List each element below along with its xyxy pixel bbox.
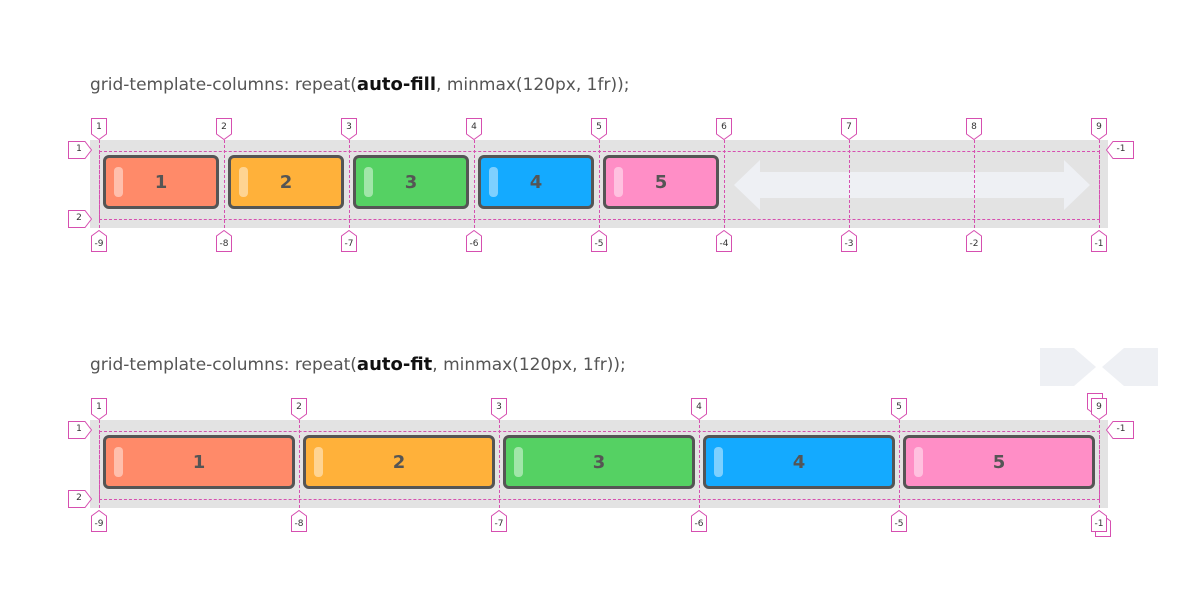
grid-item-2: 2 xyxy=(303,435,495,489)
row-line-left: 2 xyxy=(68,210,93,228)
column-line xyxy=(499,420,500,508)
column-line xyxy=(299,420,300,508)
grid-item-1: 1 xyxy=(103,435,295,489)
line-number-top: 1 xyxy=(91,398,107,420)
heading-prefix: grid-template-columns: repeat( xyxy=(90,355,357,375)
heading-prefix: grid-template-columns: repeat( xyxy=(90,75,357,95)
line-number-bottom: -3 xyxy=(841,230,857,252)
column-line xyxy=(974,140,975,228)
column-line xyxy=(224,140,225,228)
grid-container-fit: 1 2 3 4 5 xyxy=(90,420,1108,508)
row-line-left: 2 xyxy=(68,490,93,508)
line-number-bottom: -6 xyxy=(691,510,707,532)
line-number-bottom: -5 xyxy=(591,230,607,252)
line-number-bottom: -2 xyxy=(966,230,982,252)
line-number-bottom: -7 xyxy=(491,510,507,532)
grid-item-4: 4 xyxy=(703,435,895,489)
heading-suffix: , minmax(120px, 1fr)); xyxy=(432,355,626,375)
column-line xyxy=(99,420,100,508)
grid-item-3: 3 xyxy=(503,435,695,489)
auto-fill-heading: grid-template-columns: repeat(auto-fill,… xyxy=(90,74,629,95)
line-number-top: 4 xyxy=(691,398,707,420)
row-line-left: 1 xyxy=(68,421,93,439)
line-number-bottom: -6 xyxy=(466,230,482,252)
line-number-top: 2 xyxy=(291,398,307,420)
grid-item-2: 2 xyxy=(228,155,344,209)
line-number-bottom: -1 xyxy=(1091,510,1107,532)
grid-item-4: 4 xyxy=(478,155,594,209)
row-line-right: -1 xyxy=(1105,421,1134,439)
empty-tracks-arrow-icon xyxy=(734,160,1090,210)
column-line xyxy=(474,140,475,228)
line-number-bottom: -5 xyxy=(891,510,907,532)
line-number-top: 4 xyxy=(466,118,482,140)
column-line xyxy=(349,140,350,228)
heading-keyword: auto-fill xyxy=(356,74,437,95)
line-number-top: 2 xyxy=(216,118,232,140)
line-number-top: 1 xyxy=(91,118,107,140)
column-line xyxy=(899,420,900,508)
column-line xyxy=(599,140,600,228)
line-number-top: 7 xyxy=(841,118,857,140)
column-line xyxy=(849,140,850,228)
row-line-left: 1 xyxy=(68,141,93,159)
line-number-bottom: -1 xyxy=(1091,230,1107,252)
grid-item-5: 5 xyxy=(603,155,719,209)
line-number-top: 3 xyxy=(341,118,357,140)
column-line xyxy=(1099,420,1100,508)
collapse-arrows-icon xyxy=(1040,348,1158,386)
line-number-bottom: -4 xyxy=(716,230,732,252)
line-number-top: 3 xyxy=(491,398,507,420)
grid-item-1: 1 xyxy=(103,155,219,209)
auto-fit-heading: grid-template-columns: repeat(auto-fit, … xyxy=(90,354,626,375)
line-number-top: 5 xyxy=(591,118,607,140)
line-number-bottom: -8 xyxy=(216,230,232,252)
line-number-top: 5 xyxy=(891,398,907,420)
column-line xyxy=(99,140,100,228)
line-number-top: 6 xyxy=(716,118,732,140)
line-number-bottom: -9 xyxy=(91,230,107,252)
line-number-bottom: -9 xyxy=(91,510,107,532)
line-number-top: 9 xyxy=(1091,398,1107,420)
line-number-top: 8 xyxy=(966,118,982,140)
line-number-bottom: -8 xyxy=(291,510,307,532)
grid-item-3: 3 xyxy=(353,155,469,209)
heading-keyword: auto-fit xyxy=(356,354,433,375)
column-line xyxy=(724,140,725,228)
line-number-top: 9 xyxy=(1091,118,1107,140)
column-line xyxy=(1099,140,1100,228)
heading-suffix: , minmax(120px, 1fr)); xyxy=(436,75,630,95)
column-line xyxy=(699,420,700,508)
line-number-bottom: -7 xyxy=(341,230,357,252)
grid-item-5: 5 xyxy=(903,435,1095,489)
row-line-right: -1 xyxy=(1105,141,1134,159)
